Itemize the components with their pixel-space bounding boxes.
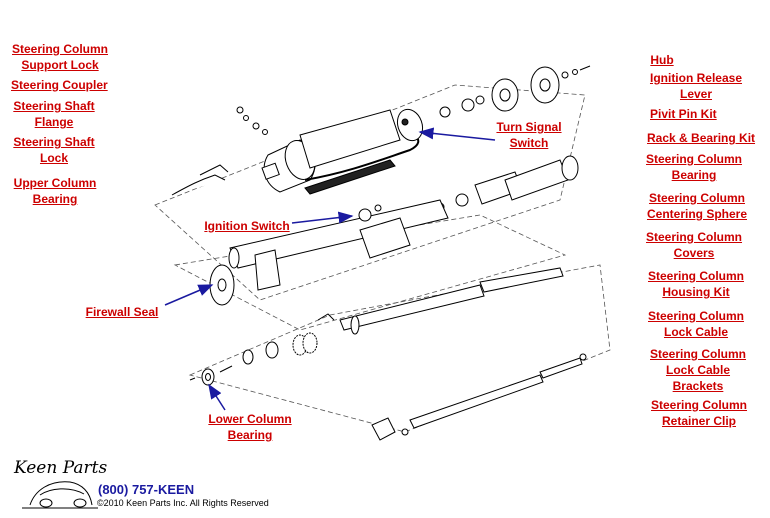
link-steering-column-housing-kit[interactable]: Steering Column Housing Kit bbox=[648, 269, 745, 299]
link-steering-coupler[interactable]: Steering Coupler bbox=[11, 78, 108, 92]
link-steering-column-lock-cable-brackets[interactable]: Steering Column Lock Cable Brackets bbox=[650, 347, 747, 393]
link-steering-column-lock-cable[interactable]: Steering Column Lock Cable bbox=[648, 309, 745, 339]
logo-car-icon bbox=[22, 481, 98, 509]
guide-boxes bbox=[154, 84, 611, 433]
link-ignition-release-lever[interactable]: Ignition Release Lever bbox=[649, 71, 743, 101]
link-rack-bearing-kit[interactable]: Rack & Bearing Kit bbox=[647, 131, 756, 145]
link-steering-shaft-flange[interactable]: Steering Shaft Flange bbox=[13, 99, 95, 129]
upper-assembly bbox=[171, 65, 591, 212]
column-jacket bbox=[209, 199, 449, 306]
link-ignition-switch[interactable]: Ignition Switch bbox=[204, 219, 290, 233]
callout-arrows bbox=[164, 127, 496, 411]
copyright-notice: ©2010 Keen Parts Inc. All Rights Reserve… bbox=[97, 498, 269, 508]
link-firewall-seal[interactable]: Firewall Seal bbox=[85, 305, 159, 319]
link-steering-column-centering-sphere[interactable]: Steering Column Centering Sphere bbox=[646, 191, 748, 221]
link-steering-shaft-lock[interactable]: Steering Shaft Lock bbox=[13, 135, 95, 165]
link-lower-column-bearing[interactable]: Lower Column Bearing bbox=[208, 412, 292, 442]
link-steering-column-support-lock[interactable]: Steering Column Support Lock bbox=[12, 42, 109, 72]
link-turn-signal-switch[interactable]: Turn Signal Switch bbox=[496, 120, 562, 150]
phone-number: (800) 757-KEEN bbox=[98, 482, 195, 497]
link-steering-column-covers[interactable]: Steering Column Covers bbox=[646, 230, 743, 260]
logo-wordmark: Keen Parts bbox=[14, 458, 108, 478]
link-steering-column-retainer-clip[interactable]: Steering Column Retainer Clip bbox=[651, 398, 748, 428]
link-hub[interactable]: Hub bbox=[650, 53, 674, 67]
link-upper-column-bearing[interactable]: Upper Column Bearing bbox=[13, 176, 97, 206]
lower-assembly bbox=[189, 267, 587, 441]
link-steering-column-bearing[interactable]: Steering Column Bearing bbox=[646, 152, 743, 182]
link-pivit-pin-kit[interactable]: Pivit Pin Kit bbox=[650, 107, 717, 121]
